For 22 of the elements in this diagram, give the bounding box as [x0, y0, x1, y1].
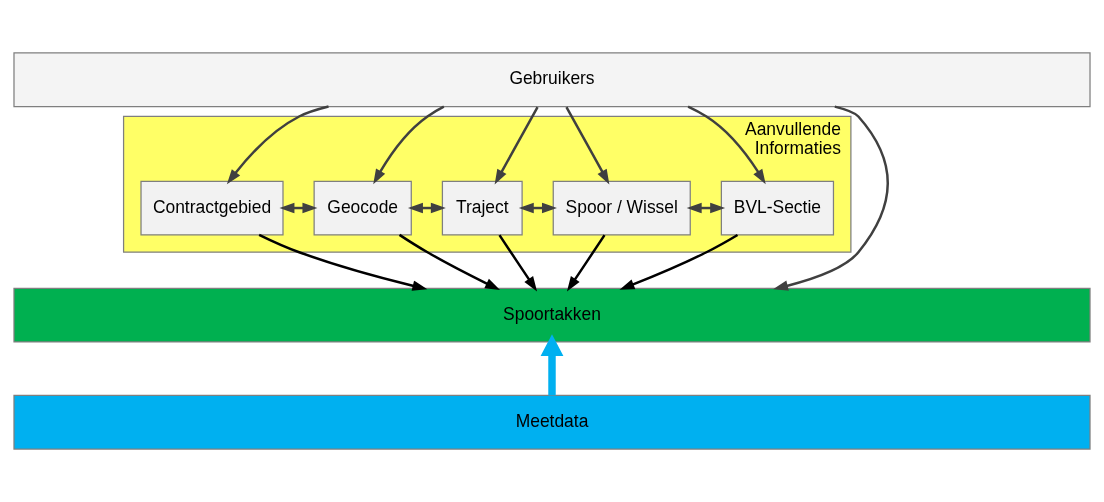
arrow: [398, 233, 501, 290]
arrow: [619, 233, 739, 290]
arrow: [687, 105, 766, 185]
arrow: [373, 105, 445, 185]
arrow: [498, 234, 538, 292]
node-box: Spoor / Wissel: [552, 180, 691, 236]
node-box: Meetdata: [13, 394, 1091, 450]
arrow: [494, 106, 539, 185]
arrow: [566, 234, 606, 292]
arrow: [279, 202, 318, 214]
node-box: BVL-Sectie: [720, 180, 835, 236]
arrow: [407, 202, 446, 214]
node-box: Gebruikers: [13, 52, 1091, 108]
arrow: [518, 202, 557, 214]
arrow: [565, 106, 610, 185]
node-box: Contractgebied: [140, 180, 284, 236]
node-box: Traject: [441, 180, 523, 236]
arrow: [258, 233, 428, 291]
arrow: [540, 334, 564, 396]
node-box: Spoortakken: [13, 287, 1091, 343]
node-box: Geocode: [313, 180, 412, 236]
arrow: [686, 202, 726, 214]
